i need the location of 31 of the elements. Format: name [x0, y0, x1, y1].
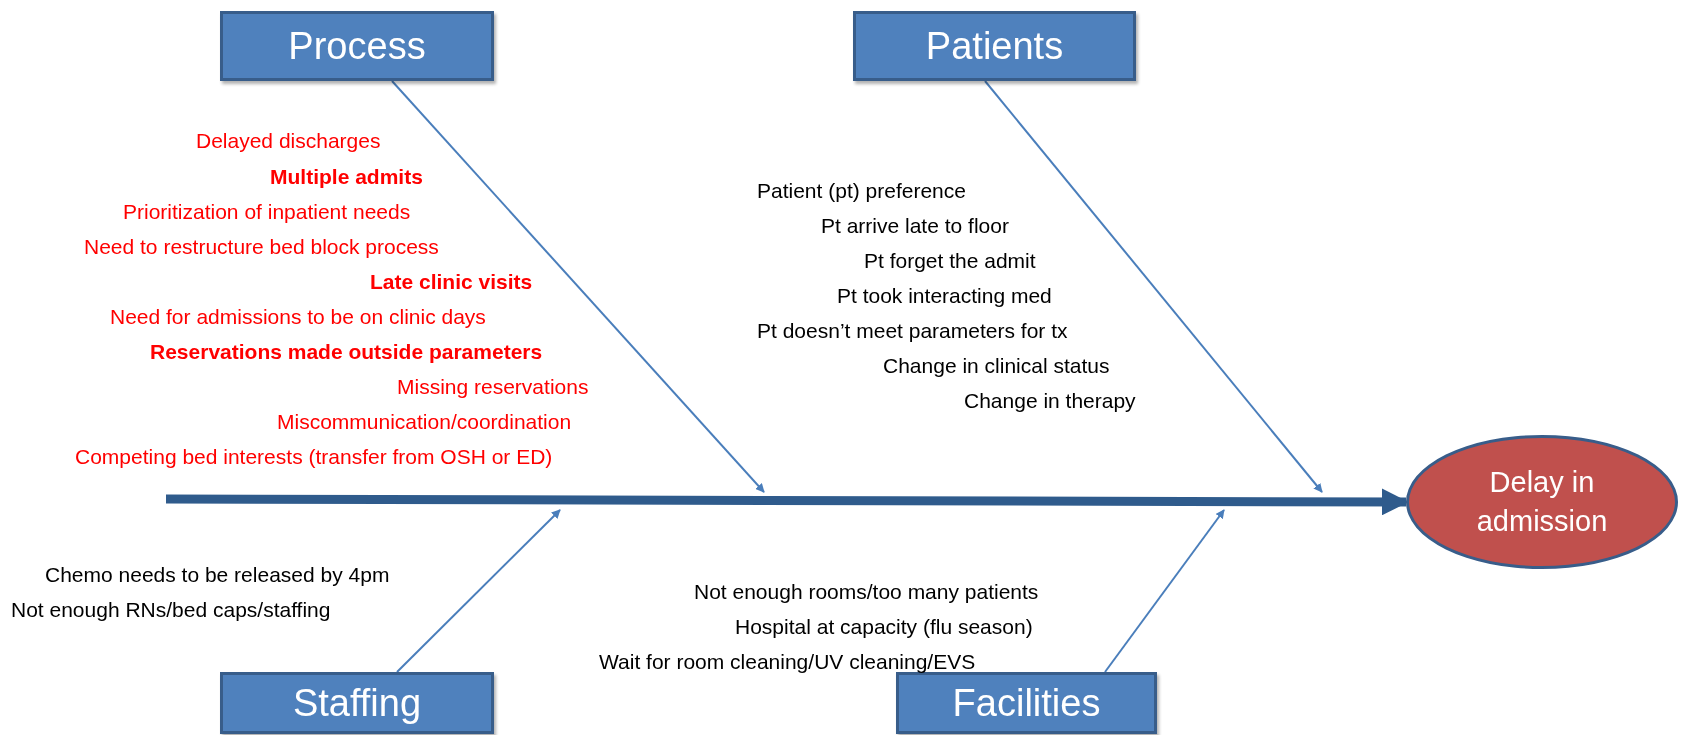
effect-ellipse: Delay in admission: [1406, 435, 1678, 569]
cause-text: Pt took interacting med: [837, 283, 1052, 309]
cause-text: Miscommunication/coordination: [277, 409, 572, 435]
arrow: [391, 80, 765, 493]
category-box: Staffing: [220, 672, 494, 734]
cause-text: Chemo needs to be released by 4pm: [45, 562, 390, 588]
category-box: Patients: [853, 11, 1136, 81]
cause-text: Need for admissions to be on clinic days: [110, 304, 486, 330]
cause-text: Change in therapy: [964, 388, 1136, 414]
cause-text: Prioritization of inpatient needs: [123, 199, 411, 225]
cause-text: Multiple admits: [270, 164, 423, 190]
category-box: Process: [220, 11, 494, 81]
cause-text: Hospital at capacity (flu season): [735, 614, 1033, 640]
cause-text: Change in clinical status: [883, 353, 1110, 379]
cause-text: Not enough RNs/bed caps/staffing: [11, 597, 331, 623]
cause-text: Pt arrive late to floor: [821, 213, 1009, 239]
category-box: Facilities: [896, 672, 1157, 734]
cause-text: Competing bed interests (transfer from OSH or ED): [75, 444, 553, 470]
cause-text: Pt doesn’t meet parameters for tx: [757, 318, 1068, 344]
cause-text: Need to restructure bed block process: [84, 234, 439, 260]
arrow: [1104, 509, 1225, 673]
cause-text: Reservations made outside parameters: [150, 339, 543, 365]
cause-text: Delayed discharges: [196, 128, 381, 154]
arrow: [984, 80, 1323, 493]
cause-text: Not enough rooms/too many patients: [694, 579, 1039, 605]
cause-text: Late clinic visits: [370, 269, 533, 295]
arrow: [396, 509, 561, 673]
cause-text: Missing reservations: [397, 374, 589, 400]
cause-text: Wait for room cleaning/UV cleaning/EVS: [599, 649, 976, 675]
cause-text: Pt forget the admit: [864, 248, 1036, 274]
cause-text: Patient (pt) preference: [757, 178, 966, 204]
